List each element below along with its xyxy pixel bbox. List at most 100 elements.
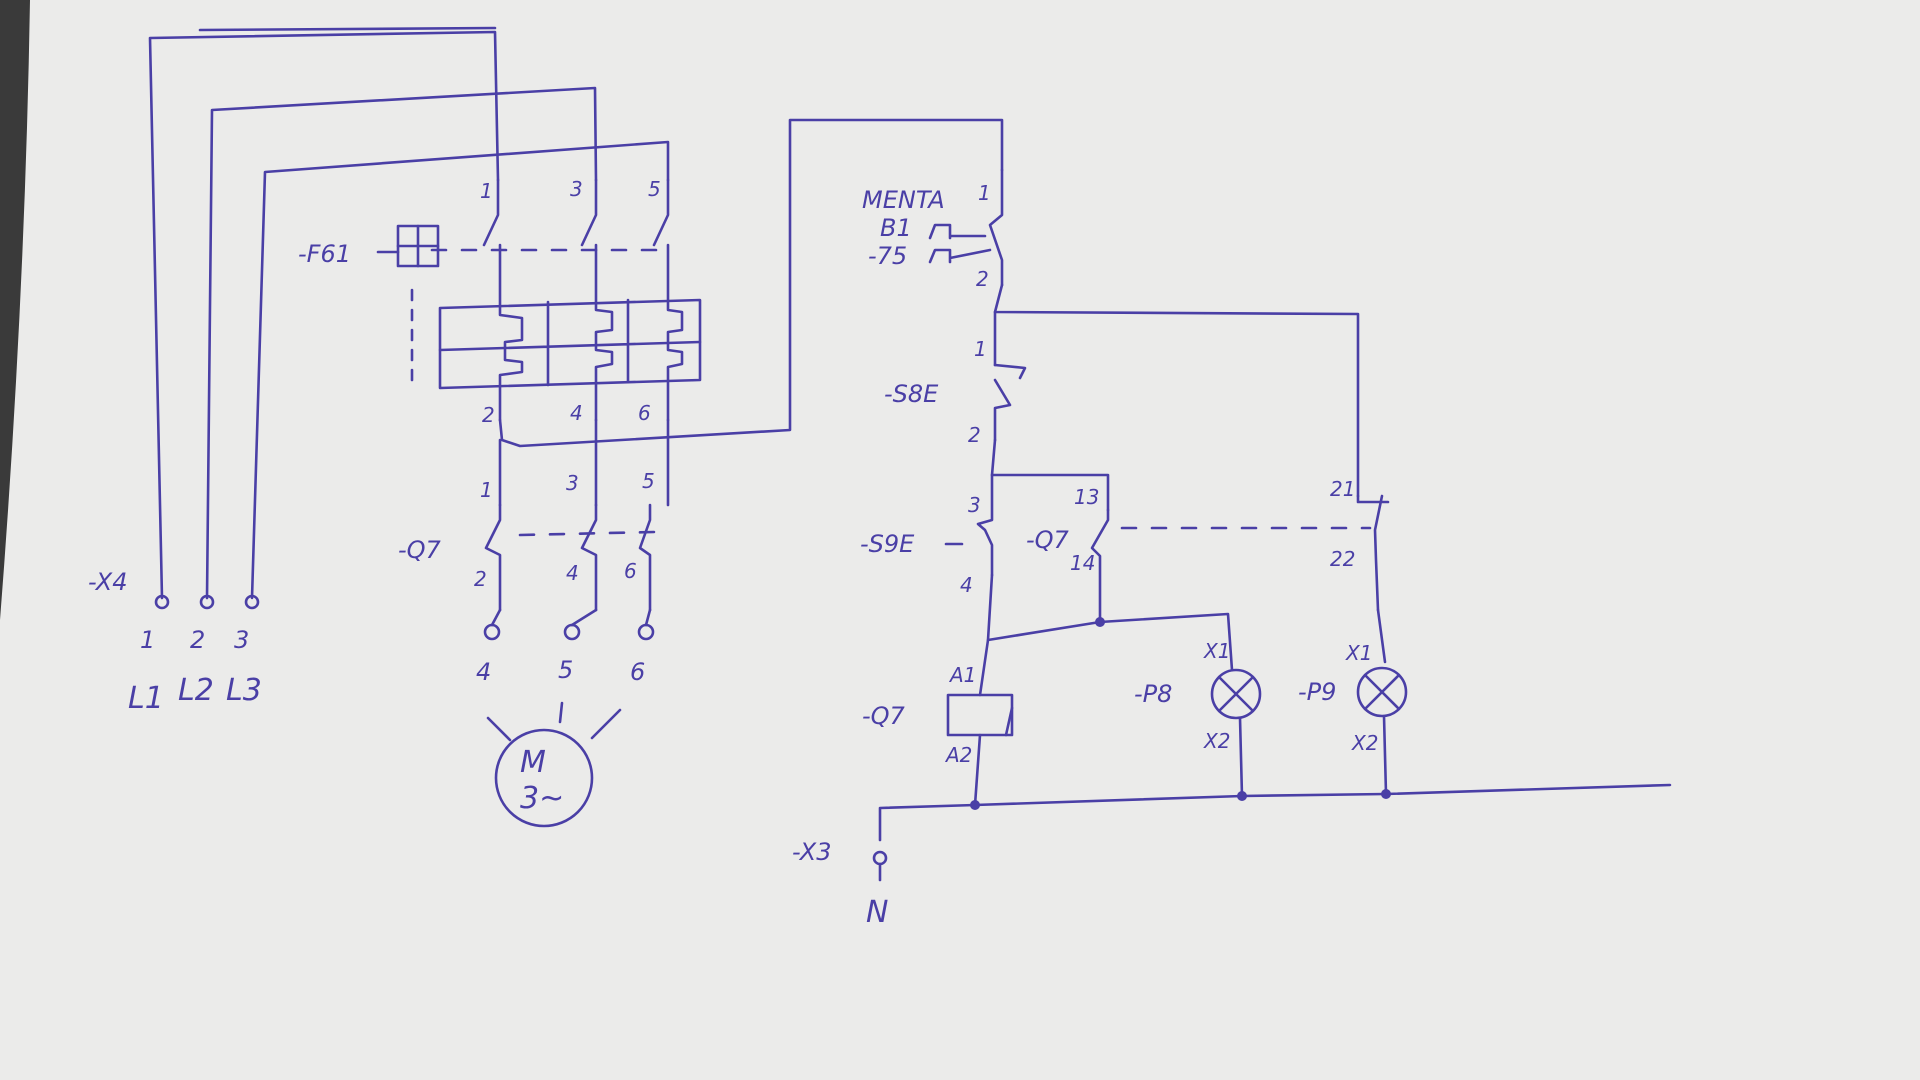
s9e-terminal-3: 3 [968, 493, 981, 517]
f61-terminal-2: 2 [482, 403, 495, 427]
q7-mechanical-link [518, 530, 656, 537]
x4-terminal-1 [154, 594, 170, 610]
p8-lamp-cross [1217, 675, 1255, 713]
q7-terminal-2: 2 [474, 567, 487, 591]
wire-L2 [205, 86, 598, 600]
f61-switch-1 [482, 178, 500, 247]
q7-main-tag: -Q7 [398, 536, 442, 564]
f61-thermal-divisions [438, 298, 702, 387]
neutral-label: N [866, 895, 888, 930]
s9e-terminal-4: 4 [960, 573, 973, 597]
wire-coil-to-neutral [973, 733, 982, 807]
wire-p9-to-neutral [1382, 714, 1388, 796]
s9e-contact [976, 473, 994, 577]
motor-symbol [494, 728, 594, 828]
q7-contact-5 [638, 503, 652, 612]
hold-contact [1090, 508, 1110, 624]
motor-terminal-label-5: 5 [558, 656, 573, 684]
phase-label-l3: L3 [226, 673, 262, 708]
x3-tag: -X3 [792, 838, 832, 866]
x4-terminals: 1 2 3 L1 L2 L3 [128, 594, 262, 716]
wire-to-nc-contact [993, 283, 1360, 498]
supply-button-line1: MENTA [862, 186, 945, 214]
f61-thermal-3 [594, 243, 614, 422]
motor-circuit: 4 5 6 M 3~ [476, 608, 655, 828]
hold-contact-terminal-13: 13 [1074, 485, 1099, 509]
lamp-p8: X1 -P8 X2 [1134, 639, 1262, 798]
f61-terminal-1: 1 [480, 179, 493, 203]
p8-terminal-x2: X2 [1203, 729, 1230, 753]
f61-switch-5 [652, 178, 670, 247]
p8-lamp-symbol [1210, 668, 1262, 720]
s8e-tag: -S8E [884, 380, 939, 408]
motor-leads [486, 701, 622, 742]
supply-button-tag: -75 [868, 242, 907, 270]
q7-terminal-1: 1 [480, 478, 493, 502]
hold-contact-q7: 13 -Q7 14 [1026, 485, 1372, 624]
x4-terminal-label-3: 3 [234, 626, 249, 654]
coil-hatch [1004, 706, 1014, 737]
phase-label-l1: L1 [128, 681, 164, 716]
q7-terminal-3: 3 [566, 471, 579, 495]
wire-L1 [148, 30, 500, 600]
f61-thermal-body [438, 298, 702, 390]
supply-button-line2: B1 [880, 214, 912, 242]
q7-terminal-5: 5 [642, 469, 655, 493]
hold-contact-tag: -Q7 [1026, 526, 1070, 554]
s8e-terminal-2: 2 [968, 423, 981, 447]
p8-tag: -P8 [1134, 680, 1172, 708]
wire-to-coil [978, 638, 990, 697]
motor-terminal-label-6: 6 [630, 658, 645, 686]
x4-label: -X4 [88, 568, 128, 596]
control-circuit: MENTA B1 -75 1 2 1 -S8E 2 3 -S9E 4 [792, 168, 1672, 930]
coil-terminal-a2: A2 [944, 743, 972, 767]
wire-p8-to-neutral [1238, 716, 1244, 798]
f61-thermal-1 [498, 243, 524, 422]
q7-contact-3 [580, 503, 598, 612]
wires-q7-to-terminals [490, 608, 652, 627]
x4-terminal-3 [244, 594, 260, 610]
f61-terminal-5: 5 [648, 177, 661, 201]
p9-terminal-x1: X1 [1345, 641, 1372, 665]
f61-terminal-3: 3 [570, 177, 583, 201]
f61-terminal-6: 6 [638, 401, 651, 425]
motor-phase: 3~ [520, 781, 564, 816]
p9-lamp-symbol [1356, 666, 1408, 718]
lamp-p9: X1 -P9 X2 [1298, 641, 1408, 796]
x4-terminal-label-2: 2 [190, 626, 205, 654]
wire-f61-to-control [498, 118, 1004, 448]
neutral-node-p8 [1237, 791, 1247, 801]
breaker-f61: 1 3 5 -F61 2 4 6 [298, 177, 702, 427]
wire-top-stroke [198, 26, 497, 32]
f61-thermal-5 [666, 243, 684, 422]
s8e-contact [993, 363, 1027, 442]
s8e-terminal-1: 1 [974, 337, 987, 361]
start-button-s9e: 3 -S9E 4 [860, 473, 994, 597]
q7-contact-1 [484, 503, 502, 612]
phase-label-l2: L2 [178, 673, 214, 708]
stop-button-s8e: 1 -S8E 2 [884, 337, 1027, 447]
supply-button-terminal-1: 1 [978, 181, 991, 205]
f61-terminal-4: 4 [570, 401, 583, 425]
p9-tag: -P9 [1298, 678, 1336, 706]
s9e-tag: -S9E [860, 530, 915, 558]
wires-f61-to-q7 [498, 418, 670, 507]
p9-lamp-cross [1363, 673, 1401, 711]
motor-terminal-label-4: 4 [476, 658, 491, 686]
p8-terminal-x1: X1 [1203, 639, 1230, 663]
f61-tag: -F61 [298, 240, 351, 268]
neutral-node-p9 [1381, 789, 1391, 799]
motor-letter: M [520, 745, 546, 780]
q7-terminal-4: 4 [566, 561, 579, 585]
supply-button-actuator [928, 223, 992, 264]
hold-contact-terminal-14: 14 [1070, 551, 1095, 575]
x4-terminal-label-1: 1 [140, 626, 155, 654]
wire-to-p9 [1376, 608, 1387, 664]
f61-switch-3 [580, 178, 598, 247]
power-circuit: -X4 1 2 3 L1 L2 L3 1 3 5 -F61 [88, 26, 1004, 828]
nc-contact-terminal-22: 22 [1330, 547, 1355, 571]
coil-terminal-a1: A1 [948, 663, 976, 687]
